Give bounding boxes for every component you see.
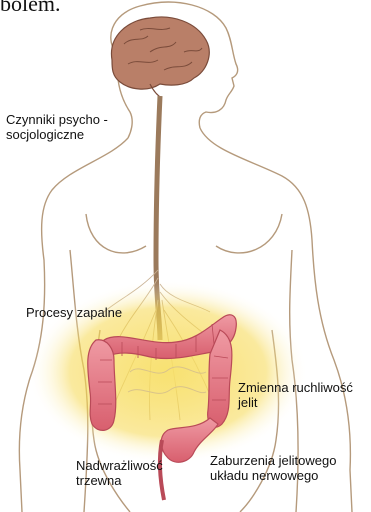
label-inflammation: Procesy zapalne bbox=[26, 305, 176, 320]
label-visceral: Nadwrażliwość trzewna bbox=[76, 458, 186, 488]
brain bbox=[111, 17, 209, 98]
label-motility: Zmienna ruchliwość jelit bbox=[238, 380, 366, 410]
label-enteric: Zaburzenia jelitowego układu nerwowego bbox=[210, 453, 370, 483]
label-psychosocial: Czynniki psycho - socjologiczne bbox=[6, 112, 126, 142]
